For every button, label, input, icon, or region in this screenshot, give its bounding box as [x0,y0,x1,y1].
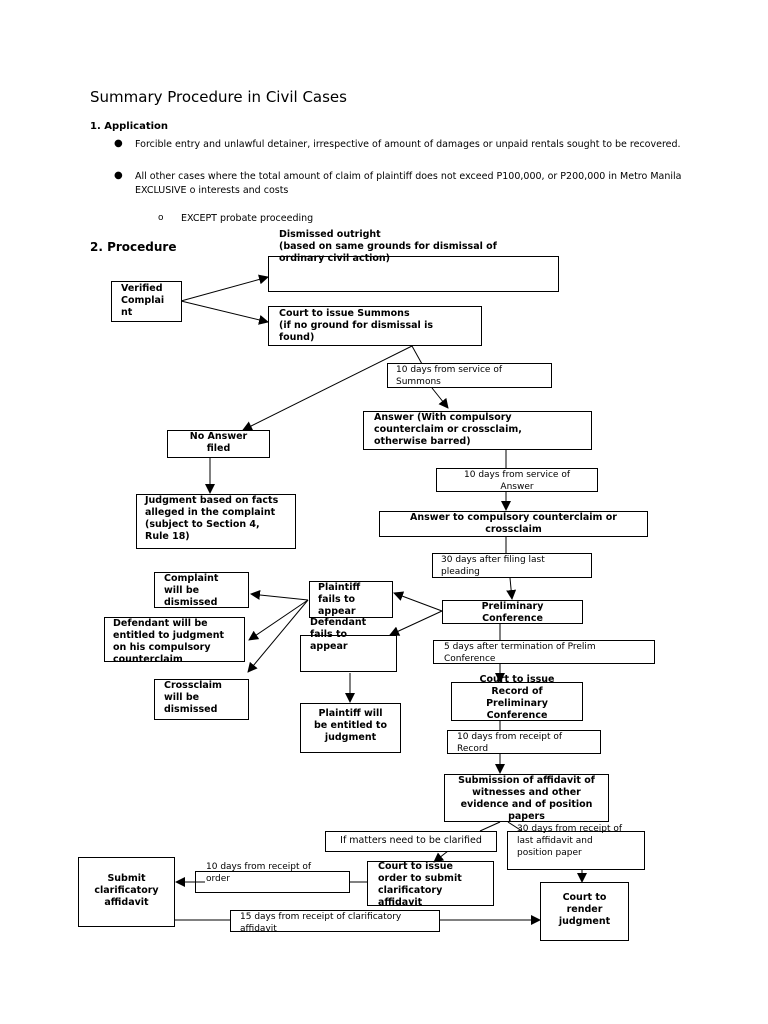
answer-box: Answer (With compulsory counterclaim or … [363,411,592,450]
days-30-pleading-box: 30 days after filing last pleading [432,553,592,578]
line-submission-to-if-matters [479,821,501,832]
arrow-prelim-to-defendant-fails [389,610,443,636]
complaint-dismissed-box: Complaint will be dismissed [154,572,249,608]
dismissed-outright-text: Dismissed outright (based on same ground… [279,229,497,264]
judgment-facts-box: Judgment based on facts alleged in the c… [136,494,296,549]
arrow-plaintiff-fails-to-defendant-judgment [248,599,309,641]
bullet-marker: ● [114,170,123,181]
arrow-complaint-to-dismissed [180,274,269,302]
sub-bullet-text: EXCEPT probate proceeding [181,213,314,224]
days-15-clarificatory-box: 15 days from receipt of clarificatory af… [230,910,440,934]
no-answer-box: No Answer filed [167,430,270,458]
submission-affidavit-box: Submission of affidavit of witnesses and… [444,774,609,822]
days-10-answer-box: 10 days from service of Answer [436,468,598,492]
defendant-judgment-box: Defendant will be entitled to judgment o… [104,617,245,665]
arrow-complaint-to-summons [180,300,269,325]
days-5-prelim-box: 5 days after termination of Prelim Confe… [433,640,655,664]
days-10-record-box: 10 days from receipt of Record [447,730,601,754]
arrow-if-matters-to-issue-order [433,850,449,863]
sub-bullet-marker: o [158,213,164,223]
arrow-days-to-prelim [506,577,517,600]
page-title: Summary Procedure in Civil Cases [90,88,347,106]
issue-order-box [367,861,494,906]
line-submission-to-days-30 [507,821,523,832]
defendant-fails-text: Defendant fails to appear [310,617,367,652]
record-prelim-text: Court to issue Record of Preliminary Con… [479,674,555,721]
application-heading: 1. Application [90,121,169,132]
issue-summons-box: Court to issue Summons (if no ground for… [268,306,482,346]
verified-complaint-box: Verified Complai nt [111,281,182,322]
days-10-summons-box: 10 days from service of Summons [387,363,552,388]
if-matters-box: If matters need to be clarified [325,831,497,852]
arrow-days-to-answer [431,387,449,409]
render-judgment-box: Court to render judgment [540,882,629,941]
arrow-summons-to-no-answer [242,345,413,431]
days-10-order-box [195,871,350,893]
bullet-text-1: Forcible entry and unlawful detainer, ir… [135,139,681,150]
issue-order-text: Court to issue order to submit clarifica… [378,861,462,908]
plaintiff-judgment-box: Plaintiff will be entitled to judgment [300,703,401,753]
plaintiff-fails-box: Plaintiff fails to appear [309,581,393,618]
defendant-fails-box [300,635,397,672]
arrow-plaintiff-fails-to-crossclaim-dismissed [247,599,309,673]
procedure-heading: 2. Procedure [90,240,177,254]
submit-clarificatory-box: Submit clarificatory affidavit [78,857,175,927]
days-30-affidavit-text: 30 days from receipt of last affidavit a… [517,824,623,858]
days-10-order-text: 10 days from receipt of order [206,862,312,884]
answer-counterclaim-box: Answer to compulsory counterclaim or cro… [379,511,648,537]
line-summons-to-days [411,345,423,365]
bullet-text-2: All other cases where the total amount o… [135,171,682,196]
arrow-prelim-to-plaintiff-fails [393,591,443,612]
days-30-affidavit-box [507,831,645,870]
crossclaim-dismissed-box: Crossclaim will be dismissed [154,679,249,720]
preliminary-conference-box: Preliminary Conference [442,600,583,624]
bullet-marker: ● [114,138,123,149]
arrow-plaintiff-fails-to-complaint-dismissed [250,589,309,601]
record-prelim-box [451,682,583,721]
dismissed-outright-box [268,256,559,292]
